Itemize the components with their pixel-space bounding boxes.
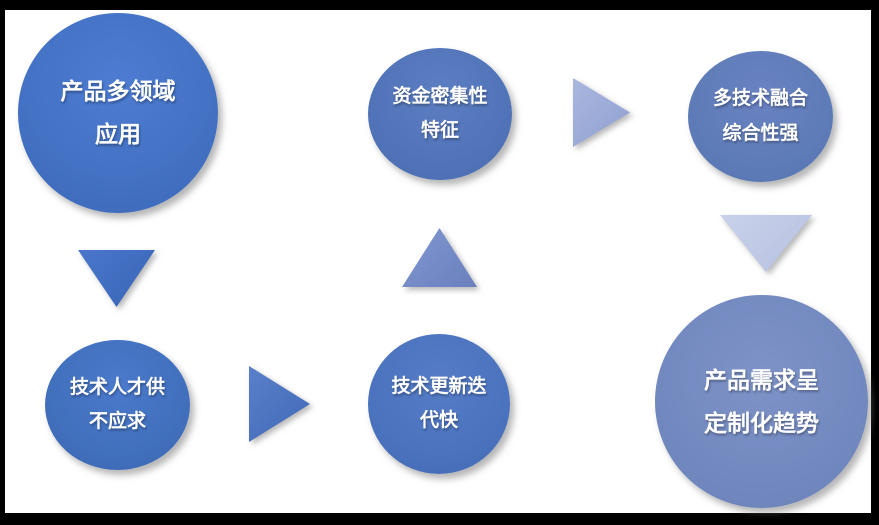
node-multi-tech-fusion-comprehensive: 多技术融合 综合性强	[688, 51, 833, 182]
node-label-line2: 应用	[95, 121, 141, 147]
node-label-line2: 综合性强	[722, 122, 799, 144]
node-label-line2: 定制化趋势	[704, 409, 819, 436]
triangle-shape	[720, 215, 812, 272]
arrow-down-icon	[720, 215, 812, 272]
arrow-up-icon	[402, 228, 477, 287]
triangle-shape	[402, 228, 477, 287]
node-label-line2: 不应求	[88, 411, 146, 432]
node-fast-technology-iteration: 技术更新迭 代快	[368, 334, 510, 474]
node-label: 多技术融合 综合性强	[713, 82, 808, 150]
triangle-shape	[573, 78, 630, 147]
node-label: 产品多领域 应用	[61, 70, 176, 155]
node-label: 技术人才供 不应求	[70, 371, 165, 439]
node-product-multi-domain-application: 产品多领域 应用	[18, 13, 218, 213]
node-customized-product-demand-trend: 产品需求呈 定制化趋势	[655, 295, 868, 508]
arrow-down-icon	[78, 250, 155, 307]
arrow-right-icon	[573, 78, 630, 147]
node-label-line1: 资金密集性	[392, 85, 488, 107]
node-label-line1: 技术人才供	[69, 376, 165, 398]
node-capital-intensive-characteristic: 资金密集性 特征	[368, 48, 512, 180]
node-label-line2: 特征	[420, 120, 459, 141]
node-label: 资金密集性 特征	[392, 80, 487, 148]
node-label: 产品需求呈 定制化趋势	[704, 359, 819, 444]
arrow-right-icon	[249, 366, 310, 442]
node-label-line1: 多技术融合	[712, 88, 808, 110]
node-label-line1: 技术更新迭	[391, 375, 487, 397]
triangle-shape	[78, 250, 155, 307]
node-label-line1: 产品需求呈	[704, 366, 819, 393]
node-label-line1: 产品多领域	[60, 78, 176, 105]
node-label-line2: 代快	[419, 410, 458, 431]
node-tech-talent-supply-shortage: 技术人才供 不应求	[45, 340, 190, 470]
node-label: 技术更新迭 代快	[391, 370, 486, 438]
triangle-shape	[249, 366, 310, 442]
